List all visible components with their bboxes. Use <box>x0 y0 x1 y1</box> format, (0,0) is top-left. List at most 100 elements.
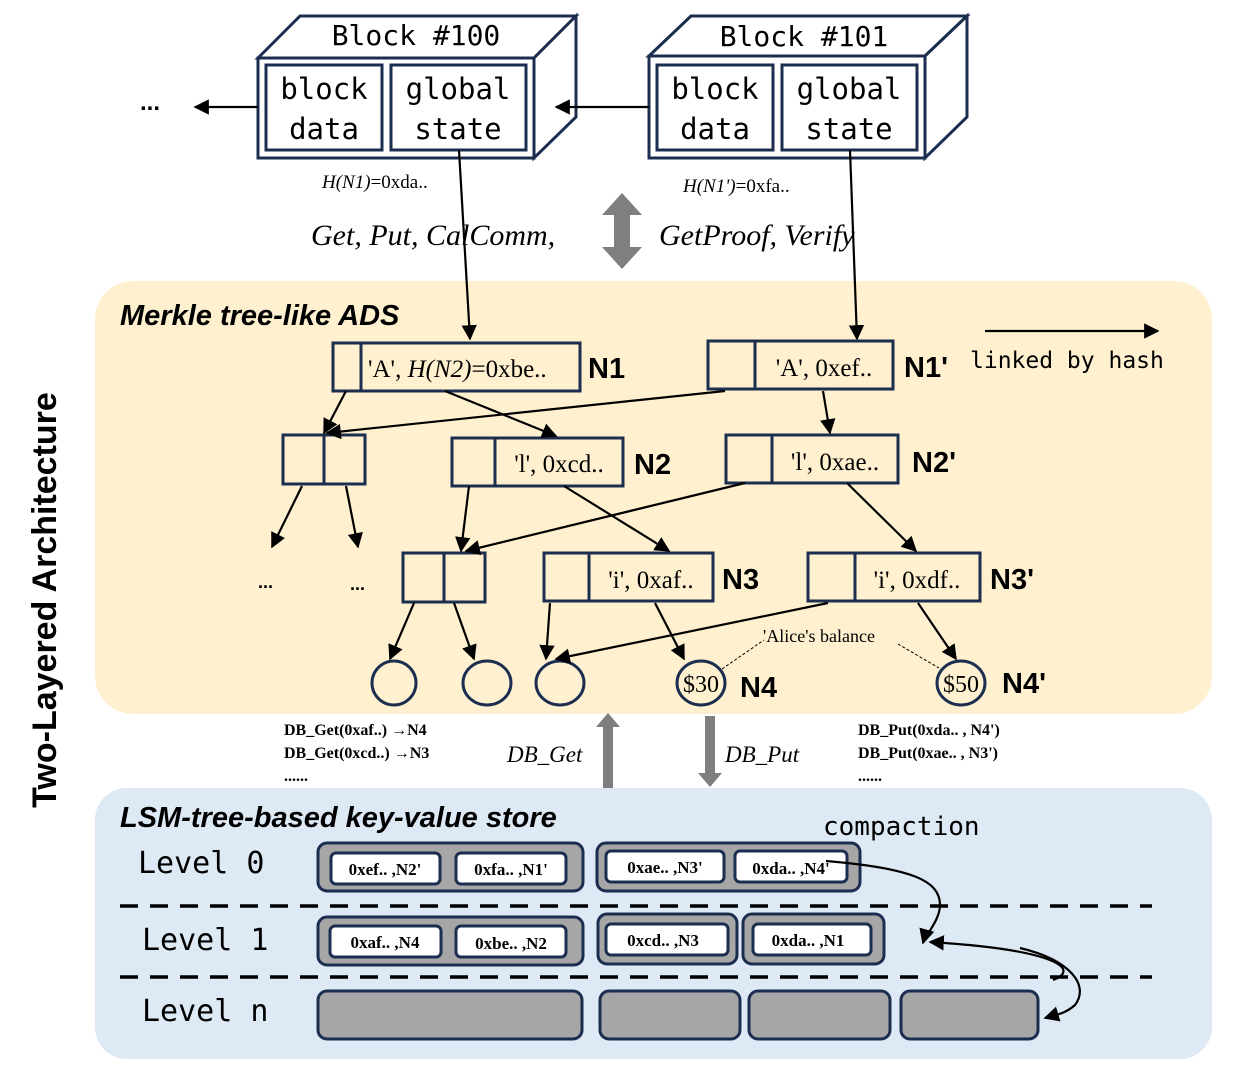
global-state-label: state <box>805 112 892 146</box>
sstable-entry: 0xcd.. ,N3 <box>627 931 699 950</box>
db-put-line: ...... <box>858 768 882 785</box>
db-get-arrow-icon <box>596 713 620 788</box>
block-data-label: block <box>671 72 759 106</box>
node-label: N3' <box>990 564 1034 596</box>
chain-ellipsis: ... <box>140 89 160 116</box>
compaction-arrow <box>825 859 942 945</box>
db-put-arrow-icon <box>698 716 722 787</box>
node-n2-prime[interactable]: 'l', 0xae.. N2' <box>724 433 956 485</box>
leaf-node[interactable] <box>370 659 418 707</box>
node-label: N1 <box>588 353 625 385</box>
block-data-cell <box>655 63 775 152</box>
sstable-entry: 0xaf.. ,N4 <box>351 933 420 952</box>
db-get-line: ...... <box>284 768 308 785</box>
node-label: N4' <box>1002 668 1046 700</box>
annotation-leader <box>897 643 940 669</box>
sstable-entry: 0xae.. ,N3' <box>627 858 703 877</box>
leaf-node[interactable] <box>461 659 513 707</box>
db-put-line: DB_Put(0xae.. , N3') <box>858 745 998 762</box>
leaf-n4-prime[interactable]: $50 N4' <box>935 659 1046 707</box>
lsm-title: LSM-tree-based key-value store <box>120 802 557 834</box>
db-get-list: DB_Get(0xaf..) →N4 DB_Get(0xcd..) →N3 ..… <box>284 722 429 785</box>
node-content: 'i', 0xdf.. <box>874 567 961 594</box>
compaction-arrow <box>1019 946 1081 1022</box>
side-title: Two-Layered Architecture <box>26 392 64 808</box>
leaf-value: $30 <box>683 672 719 698</box>
compaction-arrow <box>928 935 1065 982</box>
ads-panel <box>95 281 1212 714</box>
sstable[interactable] <box>899 989 1040 1041</box>
node-content: 'l', 0xcd.. <box>514 451 604 478</box>
sstable[interactable]: 0xae.. ,N3' 0xda.. ,N4' <box>595 841 862 893</box>
hash-label-block-101: H(N1')=0xfa.. <box>682 176 790 197</box>
leaf-value: $50 <box>943 672 979 698</box>
hash-links <box>271 389 957 664</box>
level-label: Level 0 <box>138 846 264 881</box>
global-state-label: global <box>406 72 511 106</box>
sstable[interactable] <box>598 989 742 1041</box>
db-get-label: DB_Get <box>506 742 583 767</box>
root-pointer <box>848 149 865 341</box>
sstable[interactable] <box>316 989 584 1041</box>
annotation-leader <box>721 639 765 670</box>
sstable[interactable]: 0xcd.. ,N3 <box>596 912 739 966</box>
node-label: N3 <box>722 564 759 596</box>
balance-annotation: 'Alice's balance <box>763 626 875 646</box>
sstable[interactable]: 0xda.. ,N1 <box>741 912 886 966</box>
legend-label: linked by hash <box>970 348 1164 374</box>
sstable[interactable] <box>747 989 892 1041</box>
root-pointer <box>457 149 477 341</box>
node-label: N4 <box>740 672 777 704</box>
db-put-label: DB_Put <box>724 742 800 767</box>
global-state-label: state <box>414 112 501 146</box>
node-label: N1' <box>904 352 948 384</box>
leaf-n4[interactable]: $30 N4 <box>675 659 777 707</box>
node-label: N2 <box>634 449 671 481</box>
level-label: Level 1 <box>142 923 268 958</box>
global-state-cell <box>780 63 919 152</box>
block-data-label: data <box>680 112 750 146</box>
block-title: Block #101 <box>720 20 889 53</box>
block-data-label: block <box>280 72 368 106</box>
sstable-entry: 0xfa.. ,N1' <box>474 860 548 879</box>
block-100[interactable]: Block #100 block data global state <box>254 12 580 162</box>
node-label: N2' <box>912 447 956 479</box>
node-n3-prime[interactable]: 'i', 0xdf.. N3' <box>806 551 1034 603</box>
level-label: Level n <box>142 994 268 1029</box>
node-content: 'i', 0xaf.. <box>608 567 693 594</box>
block-data-label: data <box>289 112 359 146</box>
sstable-entry: 0xbe.. ,N2 <box>475 934 547 953</box>
api-right-ops: GetProof, Verify <box>659 219 855 252</box>
node-n1[interactable]: 'A', H(N2)=0xbe.. N1 <box>331 341 625 393</box>
subtree-ellipsis: ... <box>350 574 365 594</box>
node-content: 'l', 0xae.. <box>791 449 879 476</box>
node-n1-content: 'A', H(N2)=0xbe.. <box>368 356 547 383</box>
sstable-entry: 0xef.. ,N2' <box>349 860 422 879</box>
node-n2[interactable]: 'l', 0xcd.. N2 <box>450 436 671 488</box>
block-101[interactable]: Block #101 block data global state <box>645 12 971 162</box>
api-left-ops: Get, Put, CalComm, <box>311 219 555 252</box>
inner-node-middle[interactable] <box>401 551 487 604</box>
ads-title: Merkle tree-like ADS <box>120 300 400 332</box>
db-get-line: DB_Get(0xaf..) →N4 <box>284 722 427 739</box>
global-state-label: global <box>797 72 902 106</box>
db-put-line: DB_Put(0xda.. , N4') <box>858 722 1000 739</box>
block-title: Block #100 <box>332 19 501 52</box>
api-double-arrow-icon <box>602 193 642 269</box>
hash-label-block-100: H(N1)=0xda.. <box>321 172 428 193</box>
global-state-cell <box>389 63 528 152</box>
node-content: 'A', 0xef.. <box>776 355 872 382</box>
node-n3[interactable]: 'i', 0xaf.. N3 <box>542 551 759 603</box>
sstable-entry: 0xda.. ,N4' <box>752 859 829 878</box>
compaction-label: compaction <box>823 812 980 842</box>
node-n1-prime[interactable]: 'A', 0xef.. N1' <box>706 339 948 391</box>
sstable[interactable]: 0xaf.. ,N4 0xbe.. ,N2 <box>316 915 585 967</box>
sstable-entry: 0xda.. ,N1 <box>772 931 845 950</box>
subtree-ellipsis: ... <box>258 572 273 592</box>
db-put-list: DB_Put(0xda.. , N4') DB_Put(0xae.. , N3'… <box>858 722 1000 785</box>
sstable[interactable]: 0xef.. ,N2' 0xfa.. ,N1' <box>316 841 585 893</box>
db-get-line: DB_Get(0xcd..) →N3 <box>284 745 429 762</box>
block-data-cell <box>264 63 384 152</box>
inner-node-left[interactable] <box>281 433 367 486</box>
